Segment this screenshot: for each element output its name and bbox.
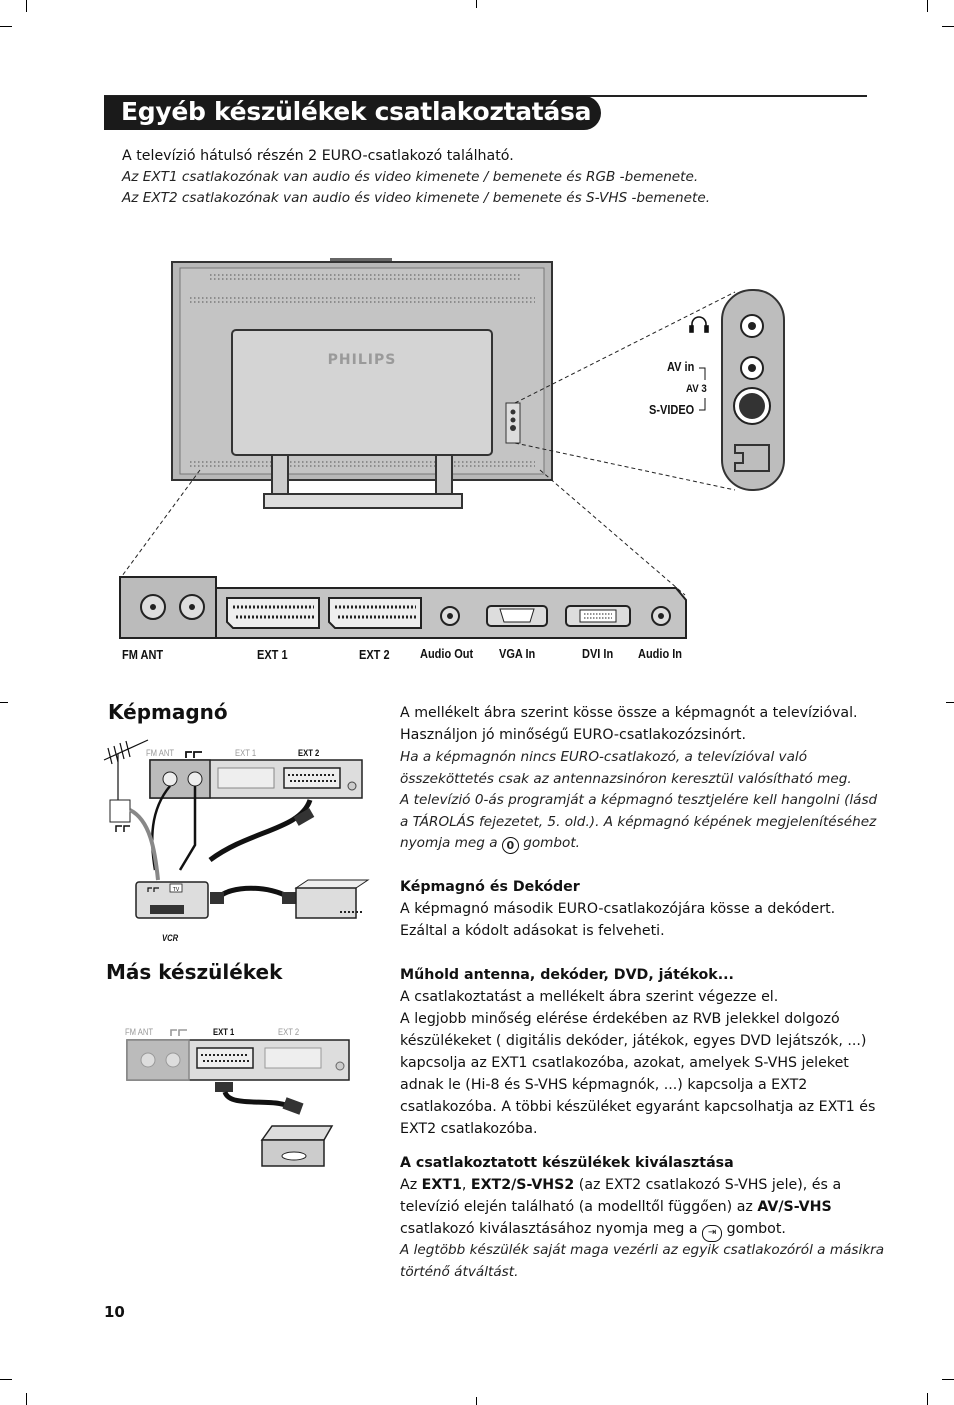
label-audio-in: Audio In xyxy=(638,647,682,661)
crop-mark xyxy=(0,1379,12,1380)
brand-logo: PHILIPS xyxy=(328,352,397,368)
label-fm-ant: FM ANT xyxy=(122,648,164,662)
other-diagram-ext1: EXT 1 xyxy=(213,1027,235,1037)
other-devices-diagram xyxy=(126,1029,350,1167)
page-number: 10 xyxy=(104,1303,125,1321)
heading-mas-keszulekek: Más készülékek xyxy=(106,960,283,984)
zero-button-icon: 0 xyxy=(501,837,519,854)
kepmagno-p2: Használjon jó minőségű EURO-csatlakozózs… xyxy=(400,727,746,743)
mas-line-7: EXT2 csatlakozóba. xyxy=(400,1121,538,1137)
kepmagno-i5-text: nyomja meg a xyxy=(400,835,498,851)
heading-muhold: Műhold antenna, dekóder, DVD, játékok... xyxy=(400,967,734,983)
mas-line-2: A legjobb minőség elérése érdekében az R… xyxy=(400,1011,840,1027)
sel-av-svhs: AV/S-VHS xyxy=(757,1199,832,1215)
crop-mark xyxy=(476,0,477,8)
kepmagno-i5-end: gombot. xyxy=(523,835,580,851)
sel-note-2: történő átváltást. xyxy=(400,1264,519,1280)
intro-line-2: Az EXT1 csatlakozónak van audio és video… xyxy=(122,169,699,185)
vcr-diagram-ext2: EXT 2 xyxy=(298,748,320,758)
label-vga-in: VGA In xyxy=(499,647,536,661)
svg-text:TV: TV xyxy=(173,887,180,893)
sel-line-2: televízió elején található (a modelltől … xyxy=(400,1197,832,1219)
crop-mark xyxy=(26,0,27,12)
kepmagno-i2: összeköttetés csak az antennazsinóron ke… xyxy=(400,771,852,787)
crop-mark xyxy=(26,1393,27,1405)
sel-comma: , xyxy=(461,1177,467,1193)
label-svideo: S-VIDEO xyxy=(649,403,695,417)
dekoder-line-1: A képmagnó második EURO-csatlakozójára k… xyxy=(400,901,836,917)
sel-text: Az xyxy=(400,1177,418,1193)
crop-mark xyxy=(0,26,12,27)
intro-line-3: Az EXT2 csatlakozónak van audio és video… xyxy=(122,190,711,206)
vcr-label: VCR xyxy=(162,933,179,943)
sel-note-1: A legtöbb készülék saját maga vezérli az… xyxy=(400,1242,885,1258)
label-av-in: AV in xyxy=(667,360,695,374)
label-av3: AV 3 xyxy=(686,383,707,395)
tv-rear-diagram: PHILIPS xyxy=(119,258,785,639)
title-banner xyxy=(104,96,601,130)
sel-text-2: (az EXT2 csatlakozó S-VHS jele), és a xyxy=(578,1177,842,1193)
kepmagno-i5: nyomja meg a 0 gombot. xyxy=(400,833,580,855)
page-title: Egyéb készülékek csatlakoztatása xyxy=(121,97,592,126)
crop-mark xyxy=(476,1397,477,1405)
kepmagno-i4: a TÁROLÁS fejezetet, 5. old.). A képmagn… xyxy=(400,814,877,830)
other-diagram-ext2: EXT 2 xyxy=(278,1027,300,1037)
crop-mark xyxy=(946,702,954,703)
heading-kivalasztas: A csatlakoztatott készülékek kiválasztás… xyxy=(400,1155,734,1171)
label-dvi-in: DVI In xyxy=(582,647,614,661)
vcr-diagram-fm-ant: FM ANT xyxy=(146,748,175,758)
vcr-connection-diagram: TV xyxy=(103,739,370,919)
headphones-icon xyxy=(689,316,709,333)
crop-mark xyxy=(927,0,928,12)
dekoder-line-2: Ezáltal a kódolt adásokat is felveheti. xyxy=(400,923,665,939)
mas-line-1: A csatlakoztatást a mellékelt ábra szeri… xyxy=(400,989,779,1005)
crop-mark xyxy=(0,702,8,703)
crop-mark xyxy=(942,26,954,27)
crop-mark xyxy=(942,1379,954,1380)
mas-line-6: csatlakozóba. A többi készüléket egyarán… xyxy=(400,1099,876,1115)
mas-line-3: készülékeket ( digitális dekóder, játéko… xyxy=(400,1033,867,1049)
kepmagno-i3: A televízió 0-ás programját a képmagnó t… xyxy=(400,792,878,808)
sel-text-3: televízió elején található (a modelltől … xyxy=(400,1199,753,1215)
sel-text-5: gombot. xyxy=(726,1221,786,1237)
crop-mark xyxy=(927,1393,928,1405)
kepmagno-p1: A mellékelt ábra szerint kösse össze a k… xyxy=(400,705,858,721)
intro-line-1: A televízió hátulsó részén 2 EURO-csatla… xyxy=(122,148,514,164)
label-ext1: EXT 1 xyxy=(257,648,288,662)
heading-kepmagno-dekoder: Képmagnó és Dekóder xyxy=(400,879,580,895)
vcr-diagram-ext1: EXT 1 xyxy=(235,748,257,758)
sel-text-4: csatlakozó kiválasztásához nyomja meg a xyxy=(400,1221,698,1237)
sel-ext1: EXT1 xyxy=(421,1177,462,1193)
other-diagram-fm-ant: FM ANT xyxy=(125,1027,154,1037)
sel-ext2: EXT2/S-VHS2 xyxy=(470,1177,575,1193)
sel-line-3: csatlakozó kiválasztásához nyomja meg a … xyxy=(400,1219,786,1242)
heading-kepmagno: Képmagnó xyxy=(108,700,228,724)
label-audio-out: Audio Out xyxy=(420,647,474,661)
label-ext2: EXT 2 xyxy=(359,648,390,662)
kepmagno-i1: Ha a képmagnón nincs EURO-csatlakozó, a … xyxy=(400,749,808,765)
mas-line-5: adnak le (Hi-8 és S-VHS képmagnók, ...) … xyxy=(400,1077,808,1093)
sel-line-1: Az EXT1, EXT2/S-VHS2 (az EXT2 csatlakozó… xyxy=(400,1175,841,1197)
mas-line-4: kapcsolja az EXT1 csatlakozóba, azokat, … xyxy=(400,1055,849,1071)
